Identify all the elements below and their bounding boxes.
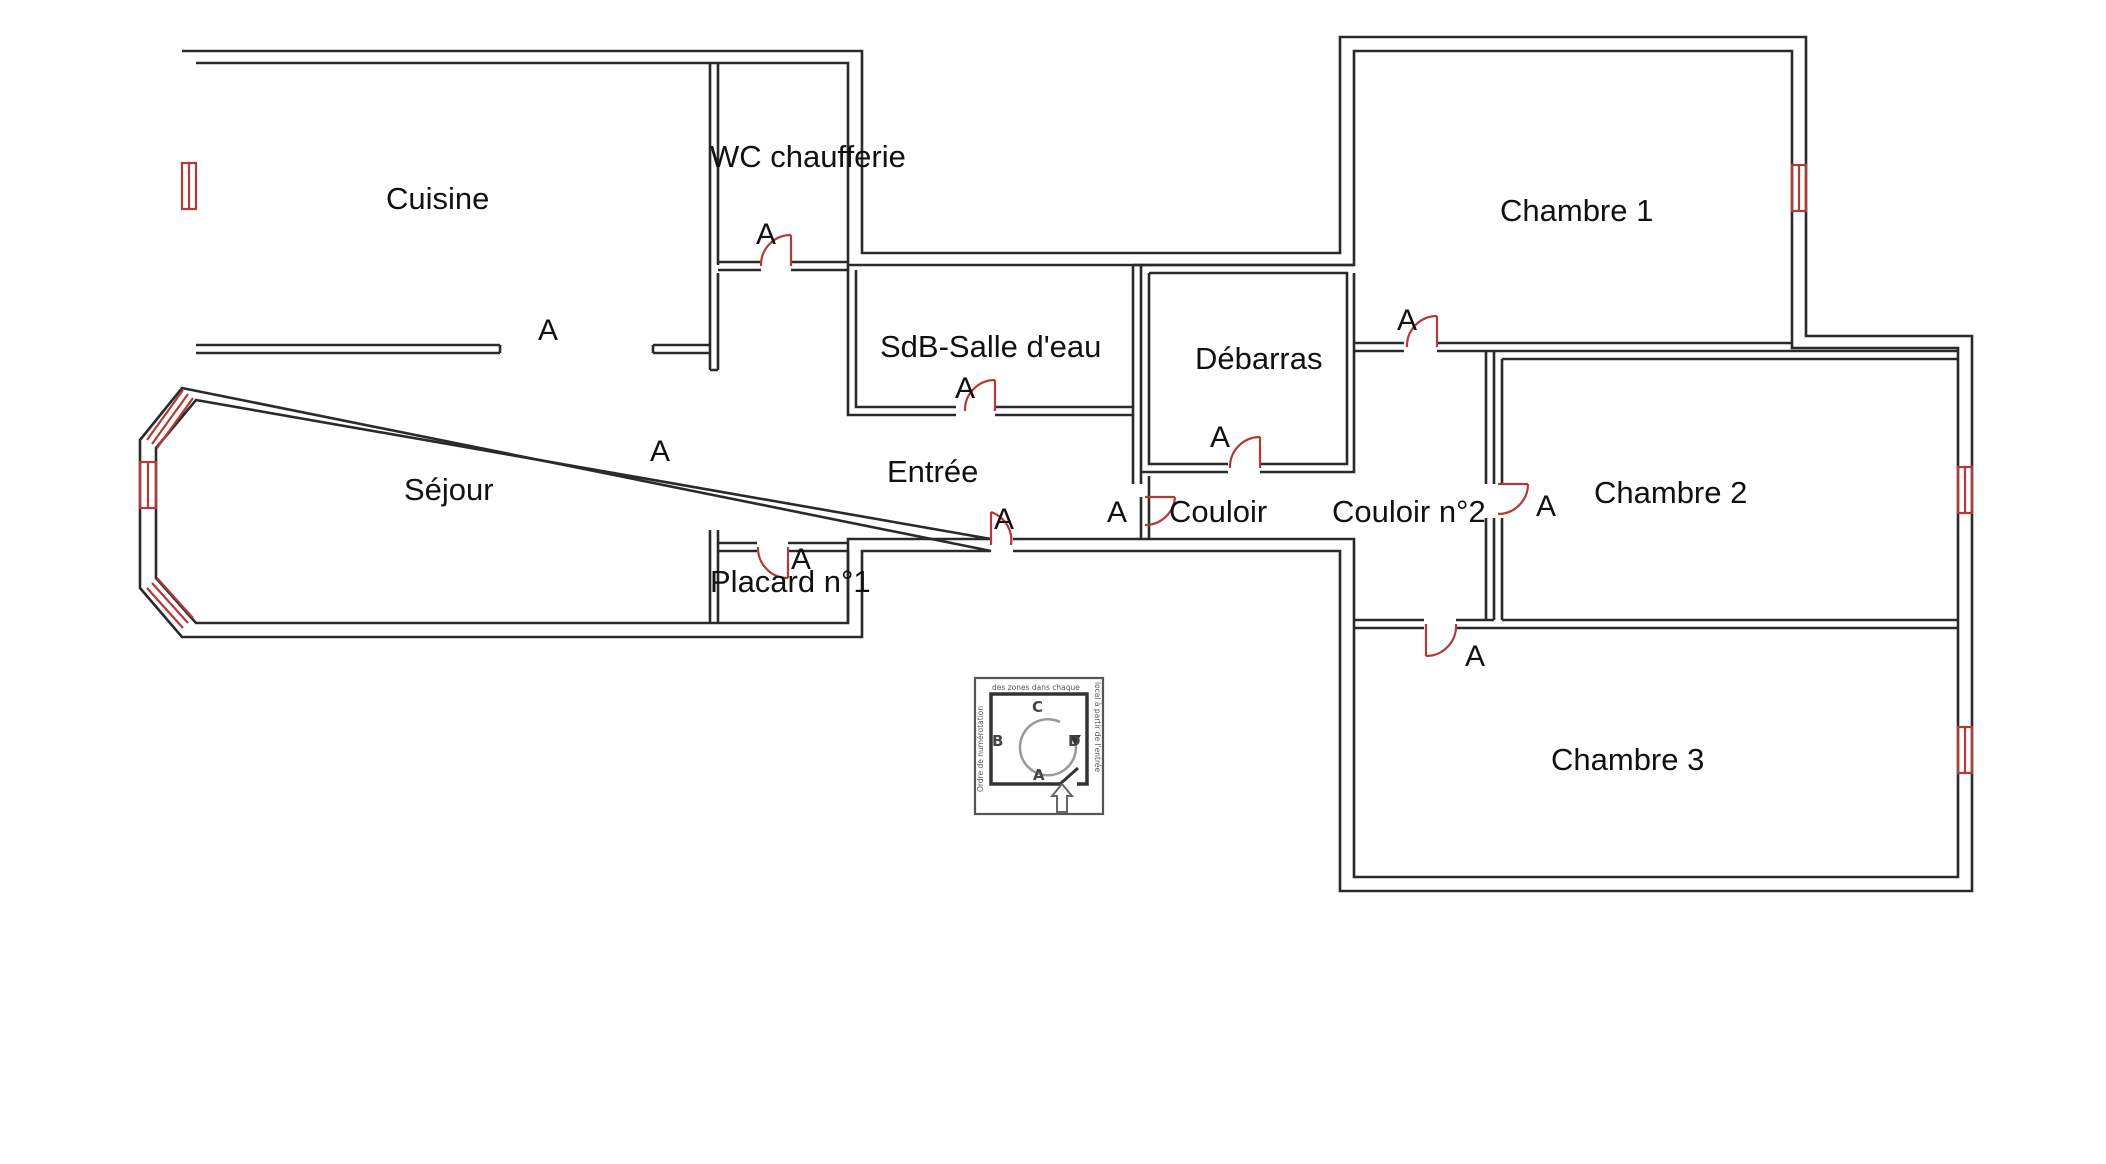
marker-chambre2: A [1536,490,1556,523]
label-chambre1: Chambre 1 [1500,193,1653,228]
wall-chambre2 [1484,349,1958,622]
legend-arrow-head [1069,735,1081,745]
label-entree: Entrée [887,454,978,489]
label-debarras: Débarras [1195,341,1323,376]
marker-debarras: A [1210,421,1230,454]
label-wc: WC chaufferie [710,139,906,174]
marker-cuisine: A [538,314,558,347]
zone-markers: A A A A A A A A A A A [538,218,1556,673]
wall-placard [708,530,850,623]
marker-sejour: A [650,435,670,468]
wall-chambre1-bottom [1354,341,1792,353]
door-entree [989,510,1013,546]
window-sejour-bottom [146,577,194,629]
label-chambre3: Chambre 3 [1551,742,1704,777]
label-chambre2: Chambre 2 [1594,475,1747,510]
marker-entree: A [994,503,1014,536]
door-wc [759,233,793,267]
legend-right-text: local à partir de l'entrée [1093,682,1102,773]
legend-frame [973,676,1105,816]
wall-wc-bottom [718,260,848,272]
door-chambre3 [1424,623,1458,658]
wall-couloir [1139,476,1151,539]
legend-room-outline [989,692,1089,786]
legend-b: B [992,732,1003,750]
door-debarras [1228,435,1262,469]
room-labels: Cuisine WC chaufferie Séjour SdB-Salle d… [386,139,1747,777]
wall-cuisine-sejour [196,343,710,355]
label-cuisine: Cuisine [386,181,489,216]
marker-couloir: A [1107,496,1127,529]
windows [138,161,1974,775]
door-chambre1 [1405,314,1439,348]
wall-chambre3-top [1354,618,1958,630]
window-sejour-top [146,389,194,449]
legend-a: A [1033,766,1045,784]
legend-d: D [1068,732,1080,750]
label-sdb: SdB-Salle d'eau [880,329,1101,364]
door-sdb [963,378,997,412]
legend-top-text: des zones dans chaque [992,683,1080,692]
marker-placard: A [791,543,811,576]
label-couloir: Couloir [1169,494,1267,529]
marker-wc: A [756,218,776,251]
door-couloir [1144,495,1177,527]
wall-debarras [1141,263,1356,474]
entry-arrow-icon [1049,782,1075,813]
door-chambre2 [1497,482,1530,516]
door-placard [756,546,790,580]
legend-left-text: Ordre de numérotation [976,706,985,792]
legend-rotation-arrow [1018,718,1078,777]
numbering-legend: C B D A des zones dans chaque Ordre de n… [973,676,1105,816]
marker-chambre3: A [1465,640,1485,673]
label-sejour: Séjour [404,472,494,507]
walls [138,35,1974,893]
label-couloir2: Couloir n°2 [1332,494,1486,529]
marker-chambre1: A [1397,304,1417,337]
marker-sdb: A [955,372,975,405]
doors [756,233,1530,658]
label-placard: Placard n°1 [710,564,871,599]
wall-cuisine-wc [708,63,720,372]
legend-c: C [1032,698,1043,716]
